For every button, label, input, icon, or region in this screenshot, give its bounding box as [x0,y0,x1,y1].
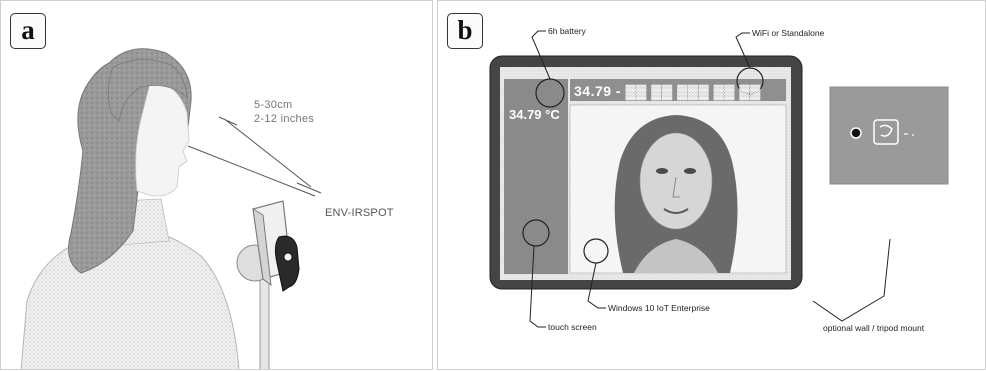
distance-tick-start [219,117,237,125]
panel-b: b 34.79 °C 34.79 - ▓▓ ▓▓ ▓▓▓ ▓▓ ▓▓ 6h ba… [437,0,986,370]
tablet-illustration [438,1,986,370]
device-mount [275,236,299,291]
panel-b-tag: b [447,13,483,49]
battery-callout-label: 6h battery [548,26,586,36]
wifi-callout-label: WiFi or Standalone [752,28,824,38]
mount-callout-label: optional wall / tripod mount [823,323,924,333]
distance-cm-label: 5-30cm [254,99,292,112]
photo-face [640,133,712,229]
temperature-header-readout: 34.79 - ▓▓ ▓▓ ▓▓▓ ▓▓ ▓▓ [574,83,761,99]
person-illustration [1,1,433,370]
panel-a: a 5-30cm 2-12 inches ENV-IRSPOT [0,0,433,370]
torso-shape [21,229,239,370]
os-callout-label: Windows 10 IoT Enterprise [608,303,710,313]
distance-line [188,146,315,196]
wall-mount-plate [830,87,948,184]
distance-arrow [227,121,311,187]
device-name-label: ENV-IRSPOT [325,207,394,219]
panel-a-tag: a [10,13,46,49]
mount-leader [813,239,890,321]
distance-inches-label: 2-12 inches [254,113,314,126]
temperature-side-readout: 34.79 °C [509,107,560,122]
touch-callout-label: touch screen [548,322,597,332]
distance-tick-end [297,183,321,193]
